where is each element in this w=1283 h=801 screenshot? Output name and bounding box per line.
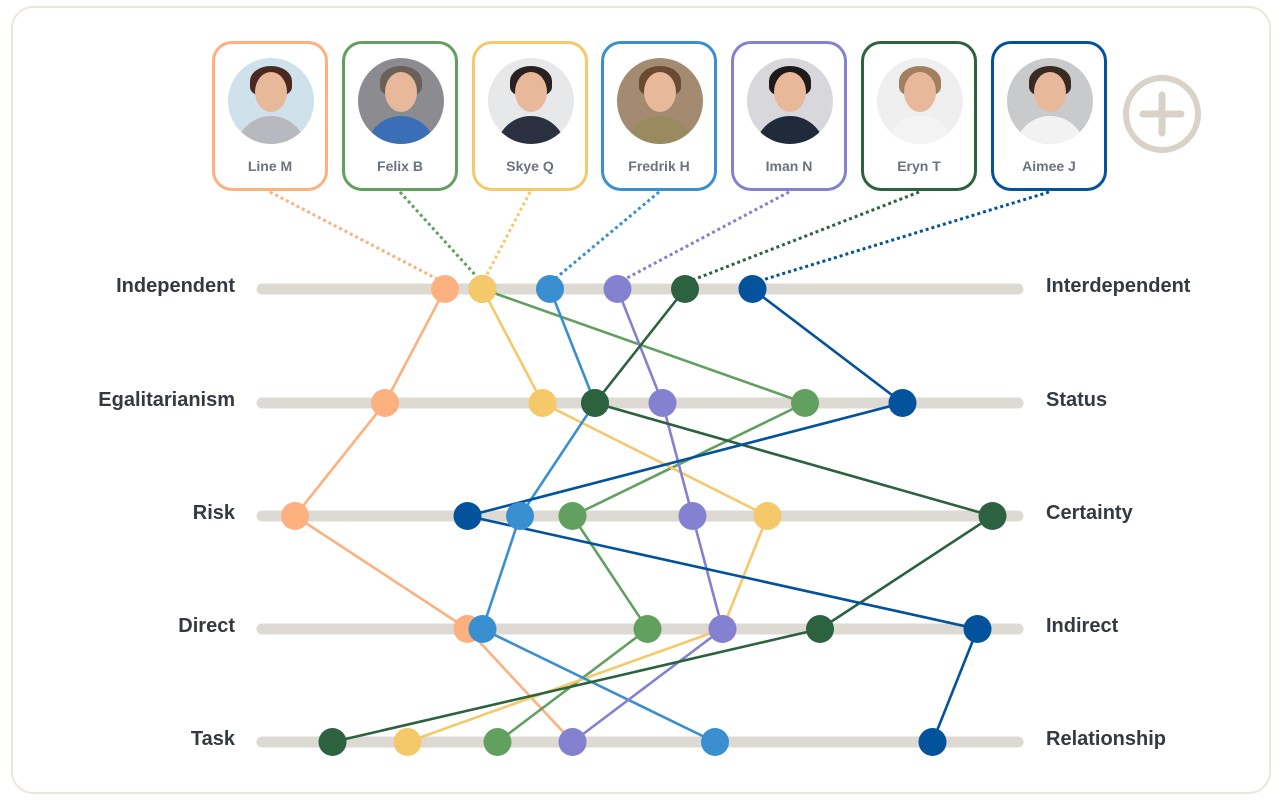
- score-node[interactable]: [738, 275, 767, 303]
- score-node[interactable]: [581, 389, 609, 417]
- score-node[interactable]: [536, 275, 564, 303]
- score-node[interactable]: [978, 502, 1007, 530]
- score-node[interactable]: [506, 502, 534, 530]
- person-card[interactable]: Fredrik H: [601, 41, 717, 191]
- score-node[interactable]: [431, 275, 459, 303]
- person-connector: [398, 190, 484, 285]
- score-node[interactable]: [633, 615, 662, 643]
- score-node[interactable]: [806, 615, 834, 643]
- person-name: Skye Q: [506, 158, 554, 174]
- score-node[interactable]: [671, 275, 699, 303]
- dimension-label-right: Interdependent: [1046, 275, 1191, 297]
- score-node[interactable]: [468, 275, 497, 303]
- person-card[interactable]: Skye Q: [472, 41, 588, 191]
- dimension-label-left: Task: [190, 728, 235, 750]
- score-node[interactable]: [393, 728, 422, 756]
- score-node[interactable]: [558, 502, 587, 530]
- person-connector: [269, 190, 446, 285]
- person-card[interactable]: Felix B: [342, 41, 458, 191]
- score-node[interactable]: [678, 502, 707, 530]
- person-name: Felix B: [377, 158, 423, 174]
- person-connector: [616, 190, 790, 285]
- person-card[interactable]: Eryn T: [861, 41, 977, 191]
- avatar: [488, 58, 574, 144]
- person-card[interactable]: Iman N: [731, 41, 847, 191]
- score-node[interactable]: [483, 728, 512, 756]
- avatar: [228, 58, 314, 144]
- dimension-label-left: Egalitarianism: [98, 389, 235, 411]
- person-name: Fredrik H: [628, 158, 690, 174]
- score-node[interactable]: [281, 502, 309, 530]
- dimension-label-left: Independent: [116, 275, 235, 297]
- avatar: [1007, 58, 1093, 144]
- score-node[interactable]: [963, 615, 992, 643]
- score-node[interactable]: [791, 389, 819, 417]
- dimension-label-right: Indirect: [1046, 615, 1119, 637]
- person-connector: [481, 191, 532, 284]
- dimension-label-left: Risk: [192, 502, 235, 524]
- score-node[interactable]: [528, 389, 557, 417]
- person-card[interactable]: Line M: [212, 41, 328, 191]
- dimension-label-right: Certainty: [1046, 502, 1133, 524]
- person-connector: [549, 190, 660, 285]
- person-card[interactable]: Aimee J: [991, 41, 1107, 191]
- person-name: Line M: [247, 158, 293, 174]
- person-name: Iman N: [765, 158, 813, 174]
- dimension-label-left: Direct: [178, 615, 235, 637]
- person-connector: [752, 190, 1050, 285]
- score-node[interactable]: [918, 728, 947, 756]
- dimension-label-right: Relationship: [1046, 728, 1167, 750]
- add-person-button[interactable]: [1121, 73, 1203, 155]
- score-node[interactable]: [371, 389, 399, 417]
- score-node[interactable]: [701, 728, 729, 756]
- avatar: [877, 58, 963, 144]
- dimension-label-right: Status: [1046, 389, 1108, 411]
- person-name: Eryn T: [897, 158, 941, 174]
- score-node[interactable]: [888, 389, 917, 417]
- score-node[interactable]: [318, 728, 347, 756]
- plus-circle-icon: [1123, 75, 1201, 153]
- score-node[interactable]: [468, 615, 497, 643]
- score-node[interactable]: [753, 502, 782, 530]
- score-node[interactable]: [558, 728, 587, 756]
- score-node[interactable]: [708, 615, 737, 643]
- person-name: Aimee J: [1022, 158, 1076, 174]
- avatar: [747, 58, 833, 144]
- avatar: [617, 58, 703, 144]
- score-node[interactable]: [603, 275, 632, 303]
- score-node[interactable]: [453, 502, 482, 530]
- avatar: [358, 58, 444, 144]
- score-node[interactable]: [648, 389, 677, 417]
